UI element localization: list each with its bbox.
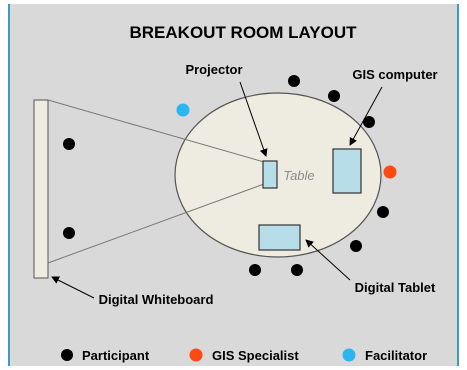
legend-gis-specialist-swatch <box>189 348 203 362</box>
digital-whiteboard-arrow <box>51 276 95 299</box>
table <box>174 92 382 258</box>
participant-seats <box>63 75 389 276</box>
digital-tablet-label: Digital Tablet <box>355 280 436 295</box>
participant-dot <box>377 206 389 218</box>
participant-dot <box>63 138 75 150</box>
projector <box>262 160 278 189</box>
legend-facilitator-swatch <box>342 348 356 362</box>
participant-dot <box>350 240 362 252</box>
projector-arrow <box>239 81 268 157</box>
projector-label: Projector <box>185 62 242 77</box>
diagram-title: BREAKOUT ROOM LAYOUT <box>130 23 358 42</box>
digital-whiteboard-label: Digital Whiteboard <box>99 292 214 307</box>
gis-computer-arrow <box>349 86 383 146</box>
projection-line-top <box>47 99 265 163</box>
legend-gis-specialist-label: GIS Specialist <box>212 348 299 363</box>
participant-dot <box>249 264 261 276</box>
digital-tablet <box>258 224 301 251</box>
digital-whiteboard <box>33 99 49 279</box>
participant-dot <box>328 90 340 102</box>
gis-computer <box>332 148 362 194</box>
participant-dot <box>291 264 303 276</box>
gis-specialist-dot <box>383 165 397 179</box>
projection-line-bottom <box>47 183 265 264</box>
facilitator-dot <box>176 103 190 117</box>
participant-dot <box>288 75 300 87</box>
participant-dot <box>363 116 375 128</box>
legend: Participant GIS Specialist Facilitator <box>61 348 427 363</box>
table-label: Table <box>283 168 314 183</box>
legend-participant-label: Participant <box>82 348 150 363</box>
participant-dot <box>63 227 75 239</box>
legend-participant-swatch <box>61 349 73 361</box>
digital-tablet-arrow <box>305 239 351 281</box>
gis-computer-label: GIS computer <box>352 67 437 82</box>
legend-facilitator-label: Facilitator <box>365 348 427 363</box>
